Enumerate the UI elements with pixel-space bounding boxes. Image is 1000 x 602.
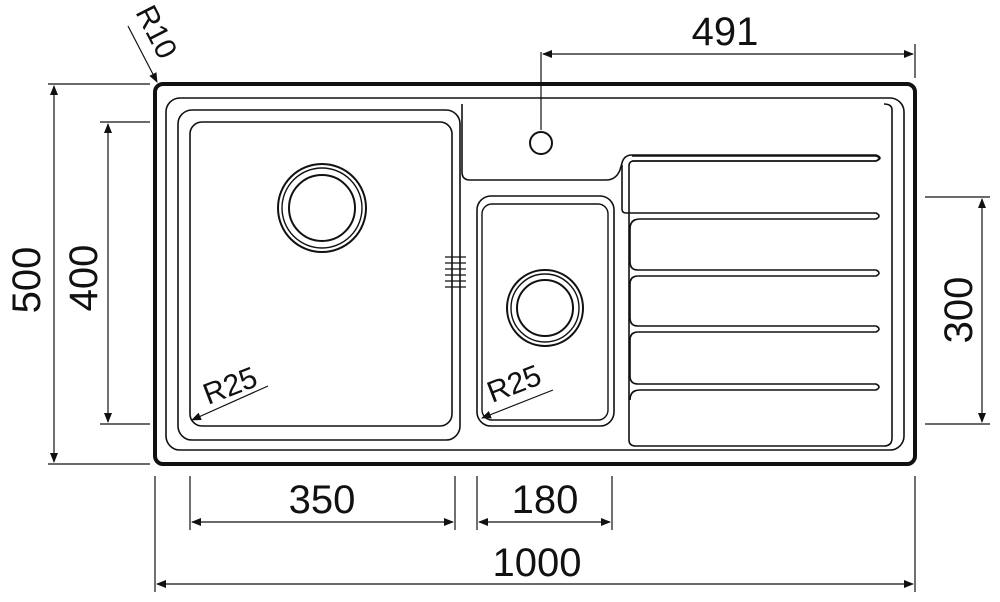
small-bowl-outer [476,195,615,427]
dim-300-label: 300 [937,277,981,344]
drainer-grooves [621,155,880,401]
large-bowl-inner [189,121,453,427]
r25-large-label: R25 [199,361,262,412]
small-bowl-inner [481,203,609,421]
dim-180-label: 180 [512,478,579,522]
sink-outline [153,82,917,466]
dim-350-label: 350 [289,478,356,522]
dim-400-label: 400 [62,245,106,312]
r25-small-label: R25 [483,359,546,410]
r25-large-leader [191,385,269,421]
r25-small-leader [481,389,554,419]
dimension-lines [48,25,990,592]
tap-hole [529,131,553,155]
sink-inner-rim [165,97,905,451]
r10-label: R10 [129,0,183,64]
large-bowl-drain [277,163,367,253]
sink-outer-edge [153,82,917,466]
r10-leader [127,25,158,83]
dim-500-label: 500 [5,247,49,314]
overflow-slots [445,256,466,288]
dim-491-label: 491 [692,10,759,54]
dim-1000-label: 1000 [493,541,582,585]
small-bowl-drain [506,269,584,347]
